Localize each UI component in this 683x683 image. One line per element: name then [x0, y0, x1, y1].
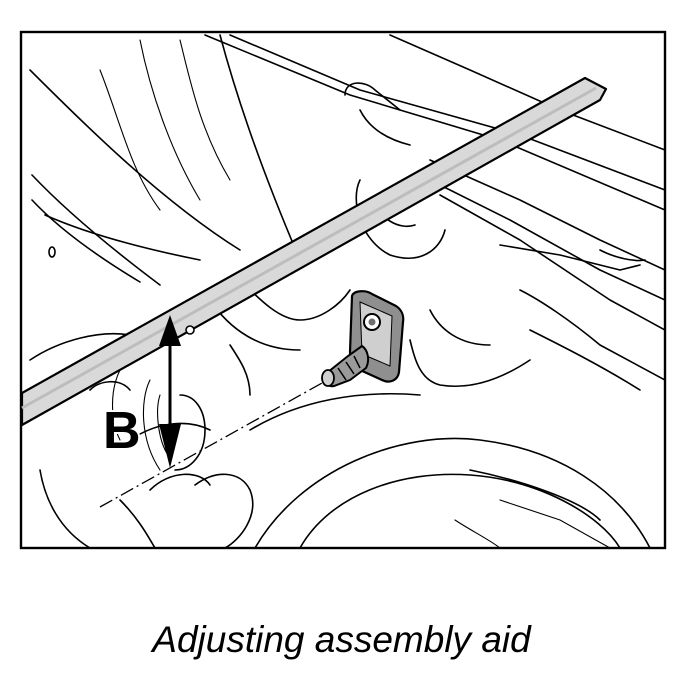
measurement-arrow-icon: [159, 315, 195, 468]
figure-caption: Adjusting assembly aid: [152, 619, 531, 660]
vehicle-body-outlines: [29, 34, 665, 548]
callout-label-b: B: [103, 402, 141, 460]
bracket-with-pin: [321, 290, 405, 388]
axis-centerline: [99, 382, 323, 508]
